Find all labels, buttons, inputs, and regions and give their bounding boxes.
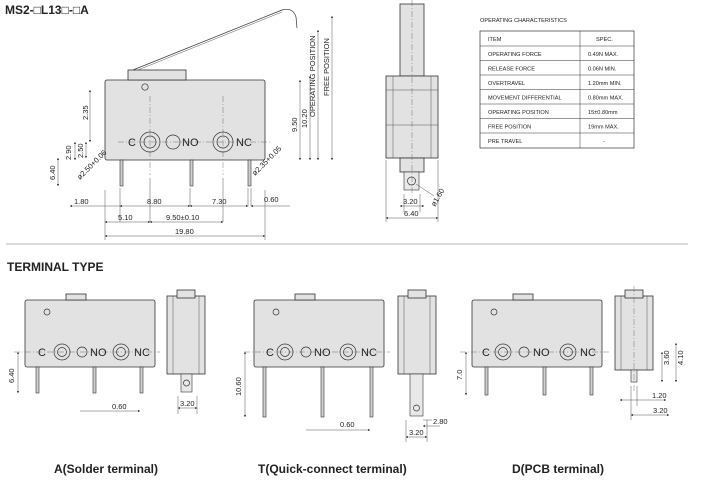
- side-dim-1-60: ø1.60: [429, 187, 446, 208]
- dim-9-50-tol: 9.50±0.10: [166, 213, 199, 222]
- table-cell: -: [603, 139, 605, 145]
- solder-dim-b: 0.60: [112, 402, 127, 411]
- model-label: MS2-□L13□-□A: [5, 3, 89, 17]
- table-row: OVERTRAVEL: [488, 81, 525, 87]
- dim-2-90: 2.90: [64, 145, 73, 160]
- terminal-type-heading: TERMINAL TYPE: [7, 260, 103, 274]
- pcb-c-label: C: [482, 347, 490, 359]
- pcb-no-label: NO: [533, 347, 550, 359]
- qc-nc-label: NC: [361, 347, 377, 359]
- table-header-spec: SPEC.: [596, 37, 613, 43]
- solder-dim-c: 3.20: [180, 399, 195, 408]
- dim-7-30: 7.30: [212, 197, 227, 206]
- dim-5-10: 5.10: [118, 213, 133, 222]
- dim-1-80: 1.80: [74, 197, 89, 206]
- terminal-no-label: NO: [182, 137, 199, 149]
- operating-position-label: OPERATING POSITION: [308, 35, 317, 117]
- table-cell: 1.20mm MIN.: [588, 81, 622, 87]
- table-cell: 19mm MAX.: [588, 125, 619, 131]
- solder-c-label: C: [38, 347, 46, 359]
- side-terminal: [403, 171, 420, 191]
- pcb-dim-b: 3.60: [662, 350, 671, 365]
- qc-dim-d: 3.20: [409, 428, 424, 437]
- dim-19-80: 19.80: [175, 227, 194, 236]
- variant-pcb: C NO NC 7.0 3.60 4.10 1.20 3.20 D(PCB te…: [455, 286, 685, 476]
- dim-0-60: 0.60: [264, 195, 279, 204]
- caption-pcb: D(PCB terminal): [512, 462, 604, 476]
- solder-nc-label: NC: [134, 347, 150, 359]
- side-dim-3-20: 3.20: [403, 197, 418, 206]
- variant-solder: C NO NC 6.40 0.60 3.20 A(Solder terminal…: [7, 289, 206, 476]
- lever-arm: [127, 8, 298, 73]
- pcb-dim-a: 7.0: [455, 370, 464, 380]
- table-cell: 0.06N MIN.: [588, 67, 617, 73]
- dim-9-50: 9.50: [290, 117, 299, 132]
- table-cell: 0.49N MAX.: [588, 52, 619, 58]
- pcb-dim-d: 1.20: [652, 391, 667, 400]
- qc-c-label: C: [266, 347, 274, 359]
- table-row: OPERATING POSITION: [488, 110, 549, 116]
- table-row: MOVEMENT DIFFERENTIAL: [488, 96, 562, 102]
- pcb-nc-label: NC: [580, 347, 596, 359]
- dim-2-50: 2.50: [76, 143, 85, 158]
- free-position-label: FREE POSITION: [322, 38, 331, 96]
- main-front-view: C NO NC 2.35 2.90 2.50 6.40 ø2.50+0.06 9…: [48, 8, 334, 240]
- solder-no-label: NO: [90, 347, 107, 359]
- table-header-item: ITEM: [488, 37, 502, 43]
- dim-6-40: 6.40: [48, 165, 57, 180]
- pcb-dim-e: 3.20: [653, 406, 668, 415]
- pcb-dim-c: 4.10: [676, 350, 685, 365]
- table-row: RELEASE FORCE: [488, 67, 535, 73]
- qc-no-label: NO: [314, 347, 331, 359]
- dim-8-80: 8.80: [147, 197, 162, 206]
- dim-10-20: 10.20: [300, 109, 309, 128]
- caption-solder: A(Solder terminal): [54, 462, 158, 476]
- terminal-c-label: C: [128, 137, 136, 149]
- table-cell: 15±0.80mm: [588, 110, 618, 116]
- table-cell: 0.80mm MAX.: [588, 96, 624, 102]
- table-row: PRE TRAVEL: [488, 139, 522, 145]
- main-side-view: 3.20 6.40 ø1.60: [385, 0, 446, 222]
- table-row: OPERATING FORCE: [488, 52, 542, 58]
- table-row: FREE POSITION: [488, 125, 531, 131]
- caption-quick-connect: T(Quick-connect terminal): [258, 462, 407, 476]
- pin-nc: [247, 159, 252, 187]
- terminal-nc-label: NC: [236, 137, 252, 149]
- qc-dim-c: 2.80: [433, 417, 448, 426]
- pin-no: [189, 159, 194, 187]
- qc-dim-b: 0.60: [340, 420, 355, 429]
- side-dim-6-40: 6.40: [404, 209, 419, 218]
- characteristics-table: OPERATING CHARACTERISTICS ITEM SPEC. OPE…: [479, 18, 635, 149]
- variant-quick-connect: C NO NC 10.60 0.60 2.80 3.20 T(Quick-con…: [234, 289, 448, 476]
- solder-dim-a: 6.40: [7, 368, 16, 383]
- pin-c: [119, 159, 124, 187]
- pivot-hole: [141, 83, 149, 91]
- qc-dim-a: 10.60: [234, 377, 243, 396]
- table-title: OPERATING CHARACTERISTICS: [480, 18, 567, 24]
- dim-2-35: 2.35: [81, 105, 90, 120]
